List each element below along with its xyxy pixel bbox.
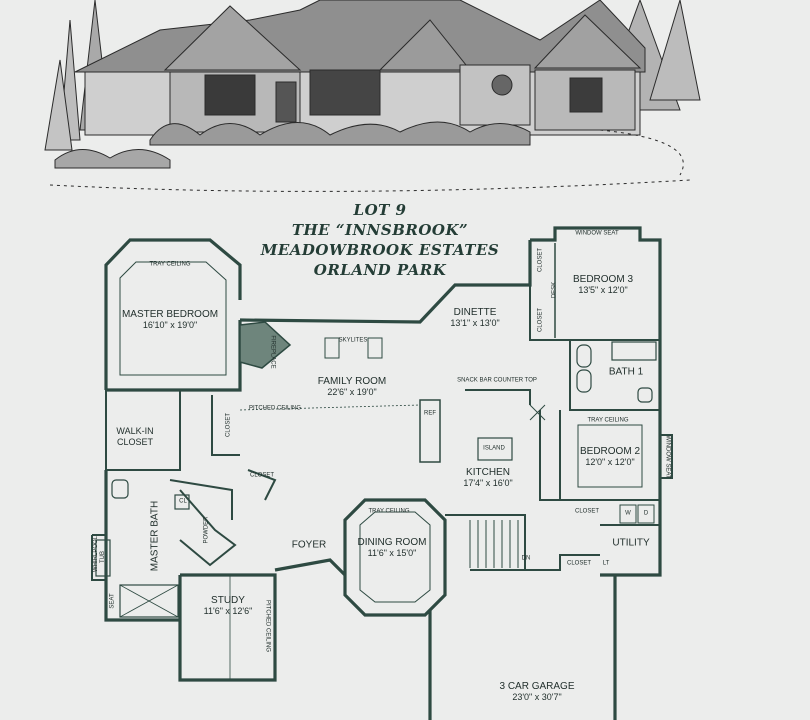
whirlpool-tub-label: WHIRLPOOL TUB [93, 535, 106, 572]
desk-label: DESK [551, 281, 558, 299]
dining-room-name: DINING ROOM [357, 537, 427, 548]
kitchen-label: KITCHEN 17'4" x 16'0" [463, 467, 512, 489]
powder-label: POWDER [203, 516, 210, 544]
study-ceiling-label: PITCHED CEILING [264, 599, 271, 653]
study-label: STUDY 11'6" x 12'6" [204, 595, 253, 617]
foyer-closet-label: CLOSET [249, 472, 275, 479]
garage-name: 3 CAR GARAGE [499, 681, 575, 692]
study-name: STUDY [211, 595, 245, 606]
bedroom2-label: BEDROOM 2 12'0" x 12'0" [580, 446, 640, 468]
master-bath-label: MASTER BATH [149, 500, 161, 572]
model-name: THE “INNSBROOK” [291, 221, 469, 239]
walkin-closet-label: WALK-IN CLOSET [116, 426, 154, 447]
hall-closet-label: CLOSET [225, 412, 232, 438]
bedroom3-closet2-label: CLOSET [537, 307, 544, 333]
cl-label: CL [179, 498, 187, 505]
family-room-label: FAMILY ROOM 22'6" x 19'0" [318, 376, 387, 398]
dining-room-label: DINING ROOM 11'6" x 15'0" [358, 537, 427, 559]
lot-number: LOT 9 [353, 201, 407, 219]
washer-label: W [625, 510, 631, 517]
island-label: ISLAND [483, 445, 505, 452]
ref-label: REF [424, 410, 436, 417]
dinette-dim: 13'1" x 13'0" [450, 318, 500, 328]
dining-ceiling-label: TRAY CEILING [368, 508, 410, 515]
skylites-label: SKYLITES [338, 337, 368, 344]
dinette-label: DINETTE 13'1" x 13'0" [450, 307, 499, 329]
bedroom2-closet-label: CLOSET [574, 508, 600, 515]
bedroom2-name: BEDROOM 2 [579, 446, 641, 457]
master-bedroom-name: MASTER BEDROOM [121, 309, 219, 320]
garage-dim: 23'0" x 30'7" [512, 692, 562, 702]
bedroom2-dim: 12'0" x 12'0" [585, 457, 635, 467]
seat-label: SEAT [109, 593, 116, 609]
bedroom3-label: BEDROOM 3 13'5" x 12'0" [573, 274, 633, 296]
family-room-name: FAMILY ROOM [317, 376, 387, 387]
family-room-ceiling-label: PITCHED CEILING [248, 405, 302, 412]
bedroom3-window-label: WINDOW SEAT [575, 230, 619, 237]
bedroom3-name: BEDROOM 3 [572, 274, 634, 285]
kitchen-dim: 17'4" x 16'0" [463, 478, 513, 488]
dining-room-dim: 11'6" x 15'0" [367, 548, 417, 558]
stairs-dn-label: DN [521, 555, 531, 562]
utility-label: UTILITY [612, 537, 650, 549]
master-bedroom-ceiling-label: TRAY CEILING [149, 261, 191, 268]
garage-label: 3 CAR GARAGE 23'0" x 30'7" [499, 681, 574, 703]
bedroom2-window-label: WINDOW SEAT [664, 435, 671, 479]
bedroom3-dim: 13'5" x 12'0" [578, 285, 628, 295]
house-elevation-sketch [44, 0, 701, 192]
master-bedroom-label: MASTER BEDROOM 16'10" x 19'0" [120, 309, 220, 331]
dinette-name: DINETTE [453, 307, 497, 318]
master-bedroom-dim: 16'10" x 19'0" [142, 320, 198, 330]
snack-bar-label: SNACK BAR COUNTER TOP [457, 377, 537, 384]
bath1-label: BATH 1 [608, 366, 644, 378]
utility-closet-label: CLOSET [566, 560, 592, 567]
study-dim: 11'6" x 12'6" [203, 606, 253, 616]
fireplace-label: FIREPLACE [269, 335, 276, 369]
kitchen-name: KITCHEN [466, 467, 510, 478]
family-room-dim: 22'6" x 19'0" [327, 387, 377, 397]
lt-label: LT [602, 560, 610, 567]
foyer-label: FOYER [291, 539, 327, 551]
dryer-label: D [643, 510, 649, 517]
subdivision-name: MEADOWBROOK ESTATES [260, 241, 500, 259]
bedroom2-ceiling-label: TRAY CEILING [587, 417, 629, 424]
city-name: ORLAND PARK [313, 261, 447, 279]
bedroom3-closet-label: CLOSET [537, 247, 544, 273]
